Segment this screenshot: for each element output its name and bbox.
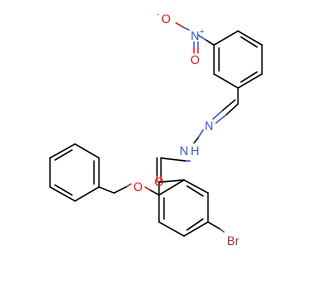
bromobenzamide-ring bbox=[158, 179, 225, 237]
nitro-oxygen-top-charge: - bbox=[157, 10, 160, 19]
nitro-nitrogen-label: N bbox=[191, 29, 200, 43]
benzyl-phenyl-ring bbox=[49, 143, 100, 202]
imine-linker-bonds bbox=[193, 87, 239, 144]
atom-label-layer: O - N + O N N H O O Br bbox=[133, 10, 239, 248]
carbonyl-oxygen-label: O bbox=[154, 175, 163, 189]
nitro-oxygen-top-label: O bbox=[161, 12, 170, 26]
hydrazone-nitrogen-1-label: N bbox=[205, 119, 214, 133]
nitro-oxygen-bottom-label: O bbox=[190, 53, 199, 67]
nitro-group-bonds bbox=[175, 22, 215, 54]
ether-oxygen-label: O bbox=[133, 180, 142, 194]
amide-bonds bbox=[156, 157, 191, 196]
hydrazone-nitrogen-2-label: N bbox=[180, 144, 189, 158]
hydrazone-hydrogen-label: H bbox=[191, 144, 200, 158]
bromine-label: Br bbox=[227, 234, 239, 248]
nitro-nitrogen-charge: + bbox=[200, 27, 205, 36]
benzyl-ether-bonds bbox=[98, 183, 160, 196]
bond-layer bbox=[49, 22, 263, 237]
nitrophenyl-ring bbox=[213, 30, 263, 89]
molecule-structure-diagram: O - N + O N N H O O Br bbox=[49, 10, 263, 248]
